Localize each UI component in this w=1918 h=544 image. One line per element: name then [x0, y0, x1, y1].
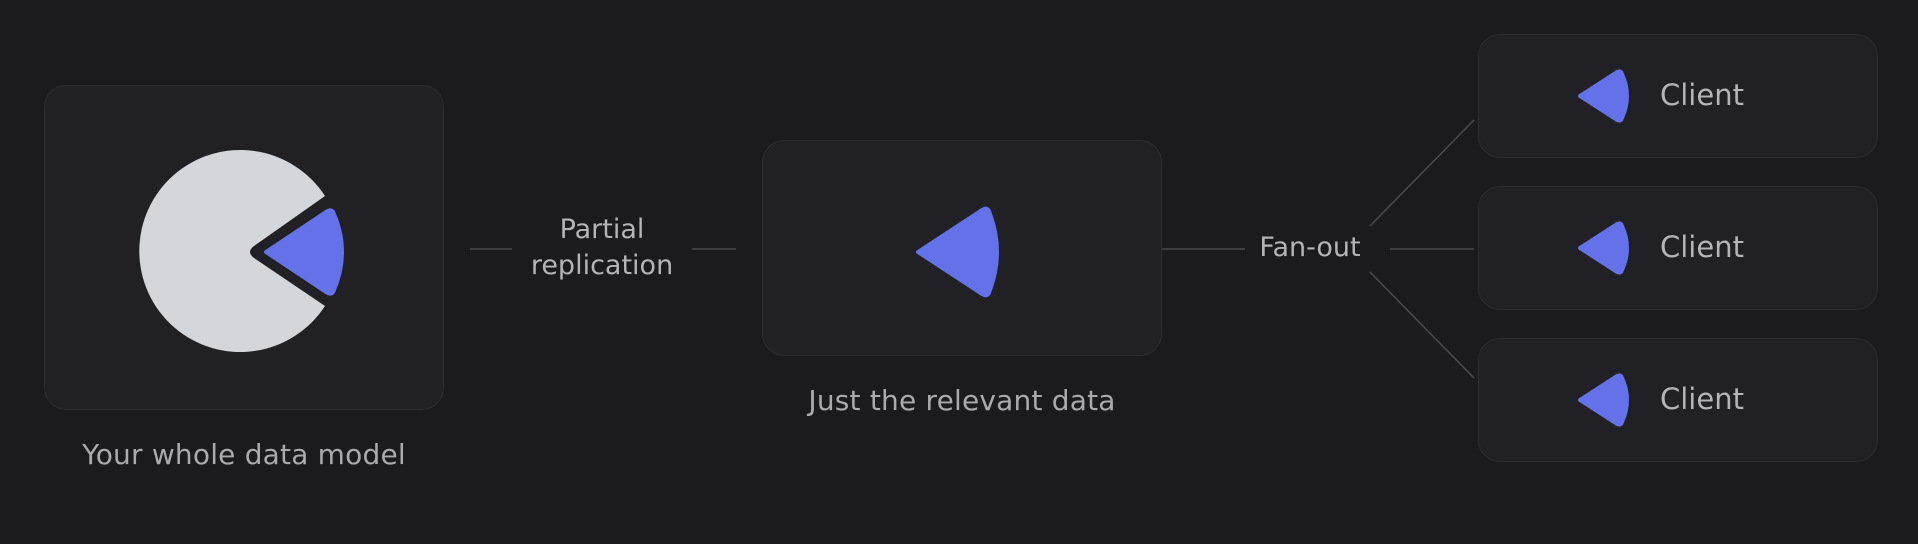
- client-slice-icon: [1578, 221, 1629, 275]
- fanout-branch-bottom: [1369, 271, 1475, 379]
- relevant-data-caption: Just the relevant data: [808, 384, 1116, 417]
- client-card: [1478, 34, 1878, 158]
- client-label: Client: [1660, 78, 1744, 112]
- partial-replication-label-line1: Partial: [559, 214, 645, 245]
- fanout-branch-top: [1369, 119, 1475, 227]
- client-slice-icon: [1578, 373, 1629, 427]
- data-model-caption: Your whole data model: [82, 438, 406, 471]
- client-card: [1478, 338, 1878, 462]
- pie-with-slice-icon: [139, 149, 344, 352]
- client-card: [1478, 186, 1878, 310]
- fan-out-label: Fan-out: [1259, 232, 1361, 263]
- partial-replication-label-line2: replication: [530, 250, 674, 281]
- client-label: Client: [1660, 230, 1744, 264]
- partial-replication-label: Partial replication: [512, 212, 692, 284]
- client-slice-icon: [1578, 69, 1629, 123]
- client-label: Client: [1660, 382, 1744, 416]
- slice-icon: [916, 206, 999, 298]
